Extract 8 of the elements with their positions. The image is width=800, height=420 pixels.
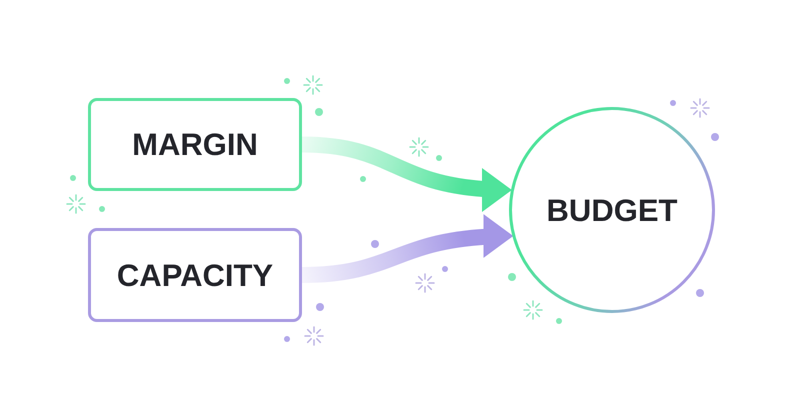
node-label: BUDGET [546, 194, 678, 226]
factor-box [88, 228, 302, 322]
factor-box [88, 98, 302, 191]
arrow [302, 136, 512, 211]
result-circle [509, 107, 715, 313]
arrow [302, 214, 514, 283]
node-label: CAPACITY [116, 260, 274, 290]
node-label: MARGIN [132, 129, 258, 160]
